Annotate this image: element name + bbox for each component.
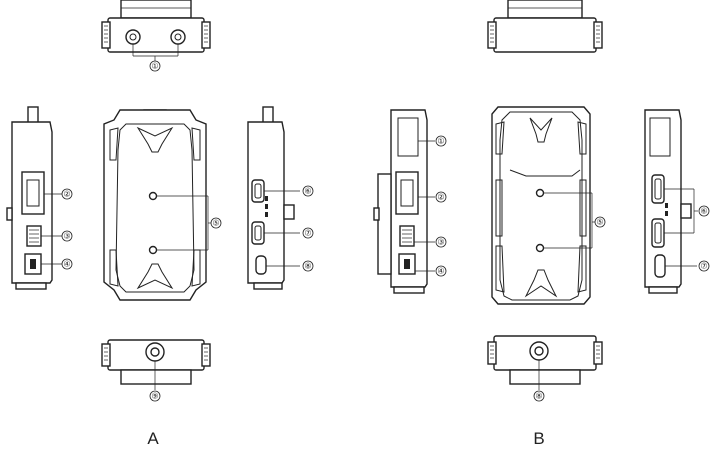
- a-left-side-view: [7, 107, 52, 289]
- callout-b-5-label: ⑤: [596, 218, 603, 227]
- callout-b-1-label: ①: [437, 137, 444, 146]
- callout-a-6-label: ⑥: [304, 187, 311, 196]
- callout-b-6-label: ⑥: [700, 207, 707, 216]
- callout-b-5: ⑤: [595, 217, 605, 227]
- callout-a-7: ⑦: [303, 228, 313, 238]
- panel-b-label: B: [533, 429, 544, 448]
- callout-b-8: ⑧: [534, 391, 544, 401]
- callout-a-6: ⑥: [303, 186, 313, 196]
- callout-a-3: ③: [62, 231, 72, 241]
- callout-a-8: ⑧: [303, 261, 313, 271]
- callout-b-7: ⑦: [699, 261, 709, 271]
- callout-b-4-label: ④: [437, 267, 444, 276]
- callout-b-1: ①: [436, 136, 446, 146]
- callout-a-2-label: ②: [63, 190, 70, 199]
- callout-b-2-label: ②: [437, 193, 444, 202]
- callout-a-8-label: ⑧: [304, 262, 311, 271]
- callout-a-4: ④: [62, 259, 72, 269]
- panel-a-label: A: [147, 429, 159, 448]
- b-top-view: [488, 0, 602, 52]
- callout-b-6: ⑥: [699, 206, 709, 216]
- a-right-side-view: [248, 107, 294, 289]
- callout-b-4: ④: [436, 266, 446, 276]
- callout-a-9-label: ⑨: [151, 392, 158, 401]
- a-front-view: [104, 110, 206, 300]
- callout-a-7-label: ⑦: [304, 229, 311, 238]
- callout-a-5-label: ⑤: [212, 219, 219, 228]
- callout-b-8-label: ⑧: [535, 392, 542, 401]
- b-right-side-view: [645, 110, 691, 293]
- a-bottom-view: [102, 340, 210, 390]
- callout-a-5: ⑤: [211, 218, 221, 228]
- callout-a-9: ⑨: [150, 391, 160, 401]
- callout-a-1-label: ①: [151, 62, 158, 71]
- callout-a-4-label: ④: [63, 260, 70, 269]
- a-top-view: [102, 0, 210, 61]
- callout-a-3-label: ③: [63, 232, 70, 241]
- b-left-side-view: [374, 110, 427, 293]
- b-front-view: [492, 107, 590, 304]
- callout-a-1: ①: [150, 61, 160, 71]
- callout-a-2: ②: [62, 189, 72, 199]
- callout-b-7-label: ⑦: [700, 262, 707, 271]
- callout-b-2: ②: [436, 192, 446, 202]
- callout-b-3-label: ③: [437, 238, 444, 247]
- b-bottom-view: [488, 336, 602, 390]
- callout-b-3: ③: [436, 237, 446, 247]
